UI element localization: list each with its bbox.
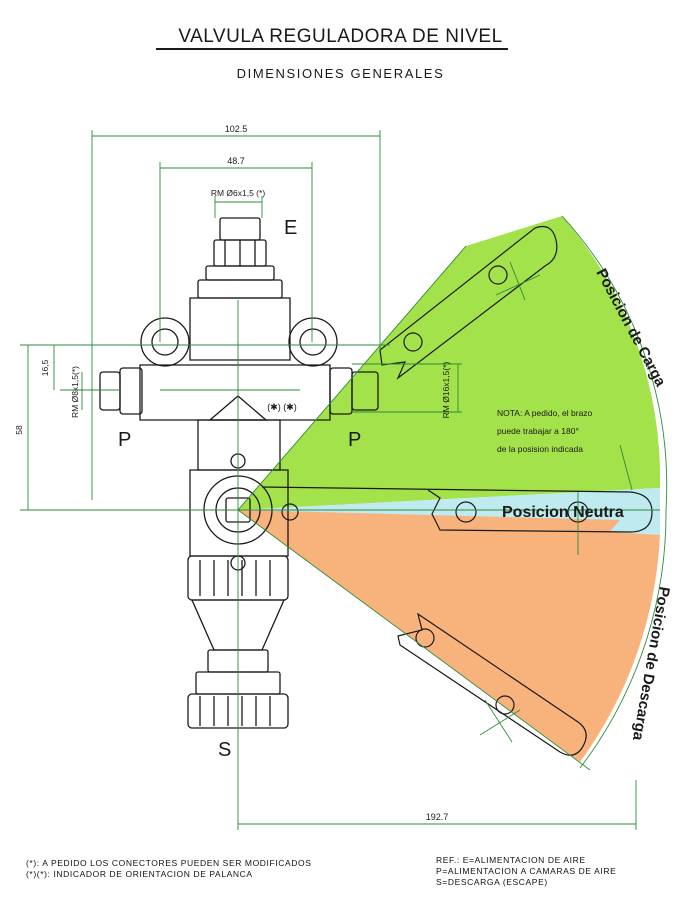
dim-top-thread: RM Ø6x1,5 (*) — [211, 188, 265, 198]
dim-right-thread: RM Ø16x1,5(*) — [441, 361, 451, 418]
dim-overall-width: 102.5 — [225, 124, 248, 134]
dim-inner-width: 48.7 — [227, 156, 245, 166]
lever-arm-carga — [379, 225, 558, 380]
nota-line-2: puede trabajar a 180° — [497, 426, 579, 436]
dim-left-thread: RM Ø8x1,5(*) — [70, 366, 80, 418]
valve-body — [99, 217, 379, 729]
ref-p: P=ALIMENTACION A CAMARAS DE AIRE — [436, 866, 617, 876]
dimension-lines — [20, 130, 668, 830]
sector-carga — [238, 216, 661, 510]
lever-arm-descarga — [397, 612, 587, 756]
drawing-title: VALVULA REGULADORA DE NIVEL — [178, 26, 503, 47]
title-underline — [156, 48, 508, 50]
sector-descarga-wedge — [238, 510, 620, 610]
dim-height-58: 58 — [14, 425, 24, 435]
port-s-label: S — [218, 739, 231, 761]
ref-s: S=DESCARGA (ESCAPE) — [436, 877, 548, 887]
footnote-indicator: (*)(*): INDICADOR DE ORIENTACION DE PALA… — [26, 869, 253, 879]
orientation-indicator: (✱) (✱) — [267, 402, 297, 412]
dim-height-16-5: 16,5 — [40, 359, 50, 376]
port-p-left-label: P — [118, 429, 131, 451]
ref-e: REF.: E=ALIMENTACION DE AIRE — [436, 855, 586, 865]
dim-arc-width: 192.7 — [426, 812, 449, 822]
port-e-label: E — [284, 217, 297, 239]
footnote-connectors: (*): A PEDIDO LOS CONECTORES PUEDEN SER … — [26, 858, 312, 868]
nota-line-3: de la posision indicada — [497, 444, 583, 454]
nota-line-1: NOTA: A pedido, el brazo — [497, 408, 593, 418]
port-p-right-label: P — [348, 429, 361, 451]
label-posicion-neutra: Posicion Neutra — [502, 504, 624, 521]
lever-arm-neutra — [261, 486, 653, 533]
drawing-subtitle: DIMENSIONES GENERALES — [236, 66, 445, 81]
